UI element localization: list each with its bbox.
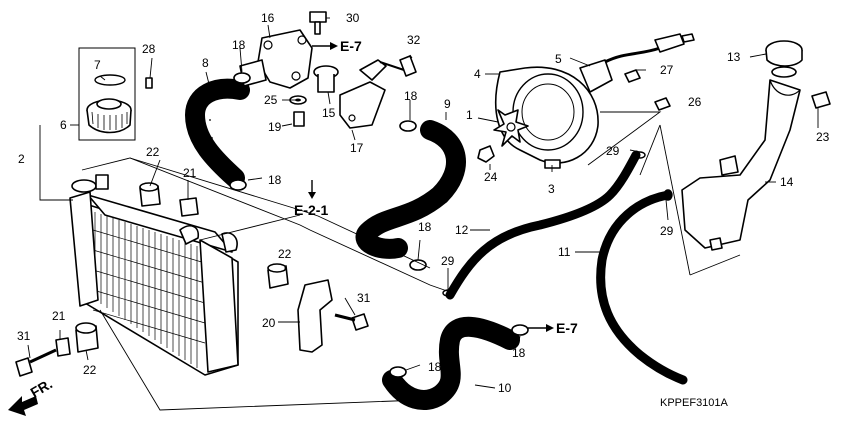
callout-32: 32 <box>407 33 421 47</box>
radiator-hose-middle <box>355 120 466 259</box>
ref-e21: E-2-1 <box>294 202 328 218</box>
callout-22a: 22 <box>146 145 160 159</box>
ref-e7-bottom: E-7 <box>556 320 578 336</box>
callout-15: 15 <box>322 106 336 120</box>
diagram-code: KPPEF3101A <box>660 397 729 409</box>
callout-8: 8 <box>202 56 209 70</box>
cooling-fan <box>493 109 529 147</box>
callout-23: 23 <box>816 130 830 144</box>
callout-10: 10 <box>498 381 512 395</box>
callout-2: 2 <box>18 152 25 166</box>
fan-clip <box>544 159 561 169</box>
front-label: FR. <box>28 375 56 400</box>
fan-bolts <box>624 69 671 111</box>
callout-31a: 31 <box>357 291 371 305</box>
callout-22b: 22 <box>278 247 292 261</box>
callout-1: 1 <box>466 108 473 122</box>
callout-18e: 18 <box>428 360 442 374</box>
callout-24: 24 <box>484 170 498 184</box>
callout-11: 11 <box>558 245 571 259</box>
callout-18d: 18 <box>418 220 432 234</box>
callout-31b: 31 <box>17 329 31 343</box>
callout-21a: 21 <box>183 166 197 180</box>
callout-labels: 1 2 3 4 5 6 7 8 9 10 11 12 13 14 15 16 1… <box>17 11 830 395</box>
mount-collars <box>55 197 199 357</box>
callout-27: 27 <box>660 63 674 77</box>
callout-29b: 29 <box>606 144 620 158</box>
leader-lines <box>27 17 819 411</box>
callout-18c: 18 <box>404 89 418 103</box>
callout-28: 28 <box>142 42 156 56</box>
front-arrow-icon <box>8 396 38 416</box>
ref-arrow-e7-top <box>312 42 338 50</box>
water-pipe-joint <box>339 55 417 129</box>
radiator-hose-upper <box>185 78 250 188</box>
radiator <box>69 174 239 376</box>
callout-5: 5 <box>555 52 562 66</box>
callout-7: 7 <box>94 58 101 72</box>
callout-3: 3 <box>548 182 555 196</box>
overflow-hose <box>596 190 688 385</box>
reference-labels: E-7 E-2-1 E-7 FR. <box>28 38 579 401</box>
callout-22c: 22 <box>83 363 97 377</box>
callout-26: 26 <box>688 95 702 109</box>
callout-29a: 29 <box>441 254 455 268</box>
radiator-hose-lower <box>382 316 520 410</box>
callout-18b: 18 <box>268 173 282 187</box>
reserve-tank-cap <box>765 40 803 78</box>
callout-13: 13 <box>727 50 741 64</box>
radiator-bracket <box>297 279 333 353</box>
thermostat-housing <box>239 11 327 89</box>
callout-29c: 29 <box>660 224 674 238</box>
ref-e7-top: E-7 <box>340 38 362 54</box>
callout-17: 17 <box>350 141 364 155</box>
hose-clamps <box>229 72 529 378</box>
callout-4: 4 <box>474 67 481 81</box>
callout-18a: 18 <box>232 38 246 52</box>
tank-bolt <box>811 91 831 109</box>
mount-rubbers <box>75 182 289 353</box>
callout-20: 20 <box>262 316 276 330</box>
callout-18f: 18 <box>512 346 526 360</box>
callout-16: 16 <box>261 11 275 25</box>
thermostat <box>289 65 339 127</box>
callout-30: 30 <box>346 11 360 25</box>
callout-19: 19 <box>268 120 282 134</box>
fan-nut <box>477 145 495 163</box>
callout-25: 25 <box>264 93 278 107</box>
callout-12: 12 <box>455 223 469 237</box>
siphon-hose <box>445 150 641 300</box>
mount-bolts <box>15 313 369 377</box>
callout-9: 9 <box>444 97 451 111</box>
reserve-tank <box>681 79 801 251</box>
ref-arrow-e7-bottom <box>528 324 554 332</box>
fan-motor <box>579 33 695 93</box>
callout-6: 6 <box>60 118 67 132</box>
callout-21b: 21 <box>52 309 66 323</box>
filler-cap <box>78 47 153 141</box>
ref-arrow-e21 <box>308 180 316 199</box>
callout-14: 14 <box>780 175 794 189</box>
